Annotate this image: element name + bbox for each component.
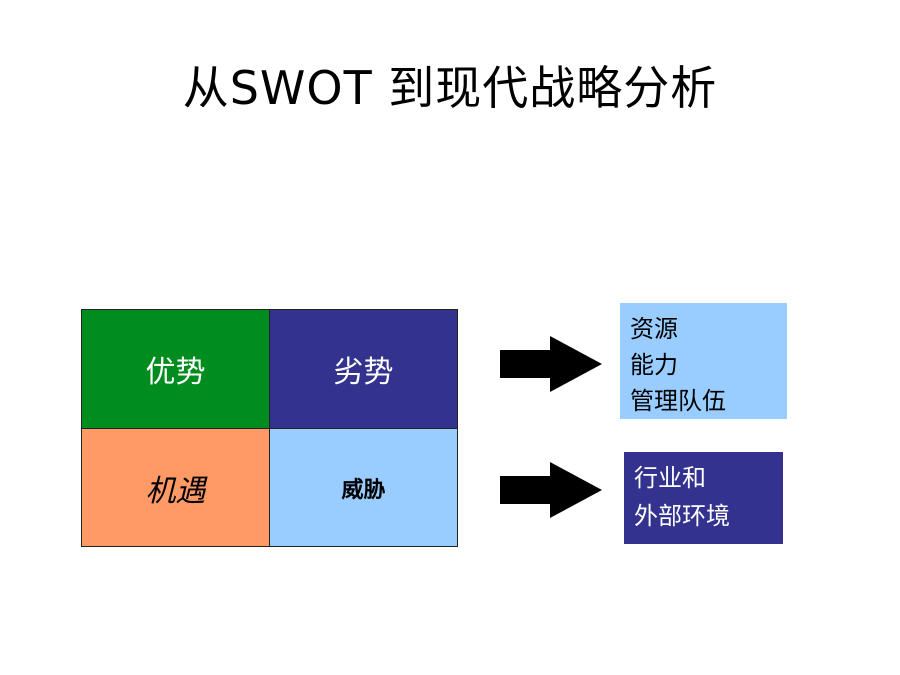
right-arrow-icon [500,336,602,392]
internal-line-management: 管理队伍 [630,387,726,415]
opportunities-cell: 机遇 [82,429,270,546]
threats-cell: 威胁 [270,429,457,546]
external-line-environment: 外部环境 [634,502,730,530]
internal-line-capabilities: 能力 [630,351,678,379]
weaknesses-cell: 劣势 [270,310,457,429]
internal-factors-box: 资源 能力 管理队伍 [620,303,787,419]
swot-matrix: 优势 劣势 机遇 威胁 [81,309,458,547]
internal-line-resources: 资源 [630,315,678,343]
page-title: 从SWOT 到现代战略分析 [182,61,718,115]
strengths-cell: 优势 [82,310,270,429]
right-arrow-icon [500,462,602,518]
external-factors-box: 行业和 外部环境 [624,452,783,544]
external-line-industry: 行业和 [634,464,706,492]
